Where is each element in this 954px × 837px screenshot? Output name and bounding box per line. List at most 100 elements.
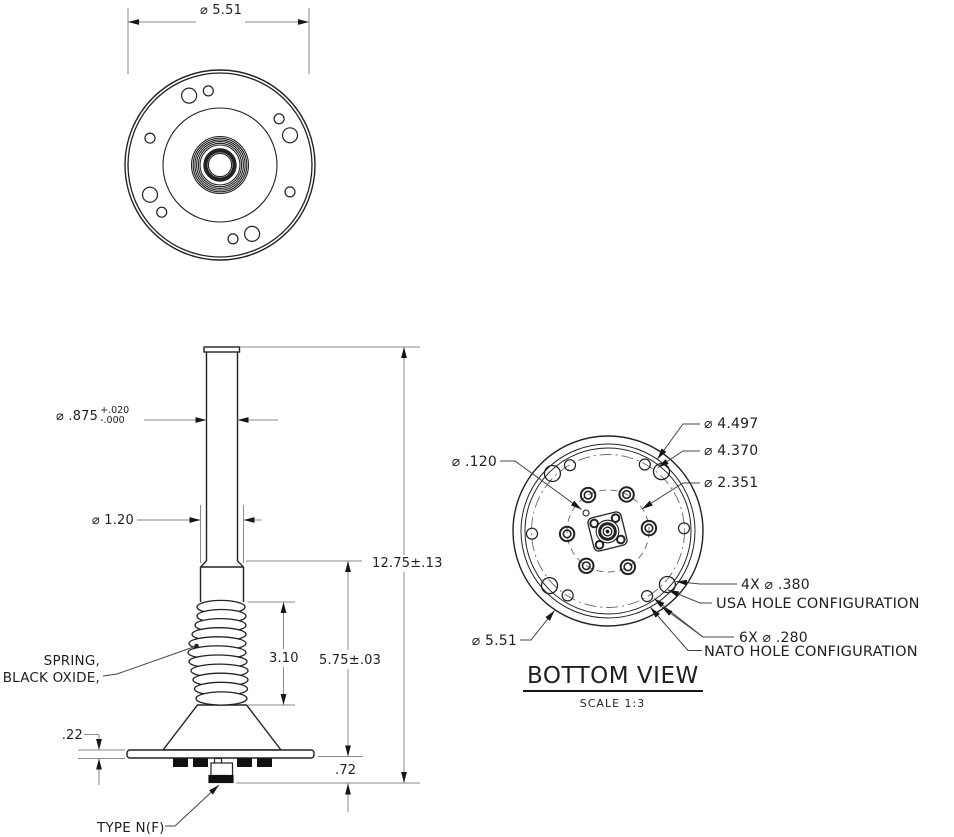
bottom-outer-diameter-dim: ⌀ 5.51 bbox=[471, 633, 517, 649]
spring bbox=[187, 599, 249, 706]
spring-length-dim: 3.10 bbox=[266, 651, 302, 666]
usa-holes-dim: 4X ⌀ .380 bbox=[741, 577, 810, 593]
nato-holes-dim: 6X ⌀ .280 bbox=[739, 630, 808, 646]
washer-screw bbox=[640, 519, 658, 537]
top-view-boss-circle bbox=[162, 107, 278, 223]
spring-leader bbox=[102, 646, 196, 677]
bottom-view-drawing bbox=[500, 423, 737, 651]
usa-hole bbox=[543, 464, 562, 483]
leader-4497 bbox=[657, 423, 700, 460]
washer-screw bbox=[618, 486, 635, 503]
nato-config-label: NATO HOLE CONFIGURATION bbox=[704, 644, 918, 660]
top-view-center-rings bbox=[190, 135, 250, 195]
mounting-plate bbox=[126, 749, 315, 759]
washer-screw bbox=[578, 557, 595, 574]
nato-hole bbox=[144, 132, 156, 144]
leader-4x380 bbox=[675, 579, 737, 586]
bottom-view-leaders bbox=[500, 423, 737, 651]
nato-hole bbox=[156, 206, 168, 218]
nato-hole bbox=[677, 522, 691, 535]
nato-hole bbox=[561, 589, 574, 602]
nato-hole bbox=[563, 459, 577, 472]
overall-height-dim: 12.75±.13 bbox=[369, 556, 446, 571]
leader-nato bbox=[650, 607, 702, 651]
bolt-circle-mid-dim: ⌀ 4.370 bbox=[704, 443, 759, 459]
rf-connector bbox=[208, 757, 234, 784]
side-view-dimension-lines bbox=[78, 346, 420, 812]
leader-2351 bbox=[641, 482, 700, 510]
top-view-usa-holes bbox=[141, 87, 299, 242]
cone-base bbox=[161, 704, 283, 751]
washer-screw bbox=[579, 486, 597, 504]
washer-screw bbox=[558, 525, 576, 543]
usa-hole bbox=[181, 87, 198, 104]
small-120-hole bbox=[582, 509, 590, 517]
usa-hole bbox=[658, 575, 677, 594]
standoff-blocks bbox=[173, 758, 272, 767]
standoff-block bbox=[173, 758, 188, 767]
usa-hole bbox=[141, 186, 159, 203]
connector-flange bbox=[587, 511, 628, 552]
bottom-view-rim-circle-inner bbox=[524, 447, 692, 615]
bottom-view-title: BOTTOM VIEW bbox=[523, 663, 703, 692]
connector-type-label: TYPE N(F) bbox=[97, 820, 165, 836]
nato-hole bbox=[525, 527, 539, 540]
usa-hole bbox=[281, 127, 299, 144]
tolerance-minus: -.000 bbox=[100, 415, 125, 426]
bottom-view-nato-holes bbox=[525, 458, 691, 603]
nato-hole bbox=[202, 85, 214, 97]
leader-551 bbox=[520, 610, 555, 641]
standoff-block bbox=[257, 758, 272, 767]
base-height-dim: 5.75±.03 bbox=[316, 653, 385, 668]
tube-tolerance-stack: +.020 -.000 bbox=[100, 406, 129, 426]
standoff-block bbox=[237, 758, 252, 767]
bottom-view-outer-circle bbox=[512, 435, 704, 627]
washer-screws bbox=[558, 486, 658, 576]
side-view-leaders bbox=[102, 643, 220, 827]
top-view-outer-circle bbox=[124, 69, 316, 261]
top-view-nato-holes bbox=[144, 85, 296, 245]
flange-hole bbox=[594, 540, 605, 550]
top-view-outer-circle-inner-edge bbox=[127, 72, 313, 258]
leader-120 bbox=[500, 460, 582, 510]
flange-hole bbox=[610, 513, 621, 523]
bottom-view-rim-circle-outer bbox=[520, 443, 696, 619]
top-view-diameter-dim: ⌀ 5.51 bbox=[199, 3, 243, 18]
tube-top-cap bbox=[203, 346, 241, 353]
spring-coil bbox=[195, 691, 248, 706]
inner-bolt-circle-centerline bbox=[566, 489, 650, 573]
top-view-dimension-lines bbox=[127, 8, 310, 74]
bolt-circle-outer-dim: ⌀ 4.497 bbox=[704, 416, 759, 432]
usa-config-label: USA HOLE CONFIGURATION bbox=[716, 596, 920, 612]
bottom-view-scale: SCALE 1:3 bbox=[579, 697, 646, 710]
tolerance-plus: +.020 bbox=[100, 405, 130, 416]
bolt-circle-inner-dim: ⌀ 2.351 bbox=[704, 475, 759, 491]
tube-diameter-dim: ⌀ .875 +.020 -.000 bbox=[56, 406, 129, 426]
lower-diameter-dim: ⌀ 1.20 bbox=[91, 513, 134, 528]
usa-hole bbox=[652, 462, 671, 481]
tube-body bbox=[205, 352, 239, 561]
nato-hole bbox=[273, 113, 285, 125]
connector-depth-dim: .72 bbox=[335, 763, 357, 778]
spring-leader-dot bbox=[194, 643, 199, 649]
tube-diameter-value: ⌀ .875 bbox=[56, 408, 99, 424]
side-view-drawing bbox=[78, 346, 420, 827]
usa-hole bbox=[540, 576, 559, 595]
nato-hole bbox=[227, 233, 239, 245]
leader-4370 bbox=[657, 450, 700, 468]
leader-usa bbox=[667, 589, 712, 604]
bolt-circle-centerline bbox=[531, 454, 685, 608]
lower-cylinder bbox=[199, 567, 245, 602]
top-view-drawing bbox=[124, 8, 316, 261]
nato-hole bbox=[640, 589, 654, 603]
type-n-leader bbox=[165, 784, 220, 827]
washer-screw bbox=[619, 558, 637, 576]
flange-hole bbox=[589, 518, 599, 529]
standoff-block bbox=[193, 758, 208, 767]
flange-hole bbox=[616, 534, 626, 545]
small-hole-dim: ⌀ .120 bbox=[451, 454, 497, 470]
nato-hole bbox=[284, 186, 296, 198]
leader-6x280-branch bbox=[661, 606, 704, 638]
